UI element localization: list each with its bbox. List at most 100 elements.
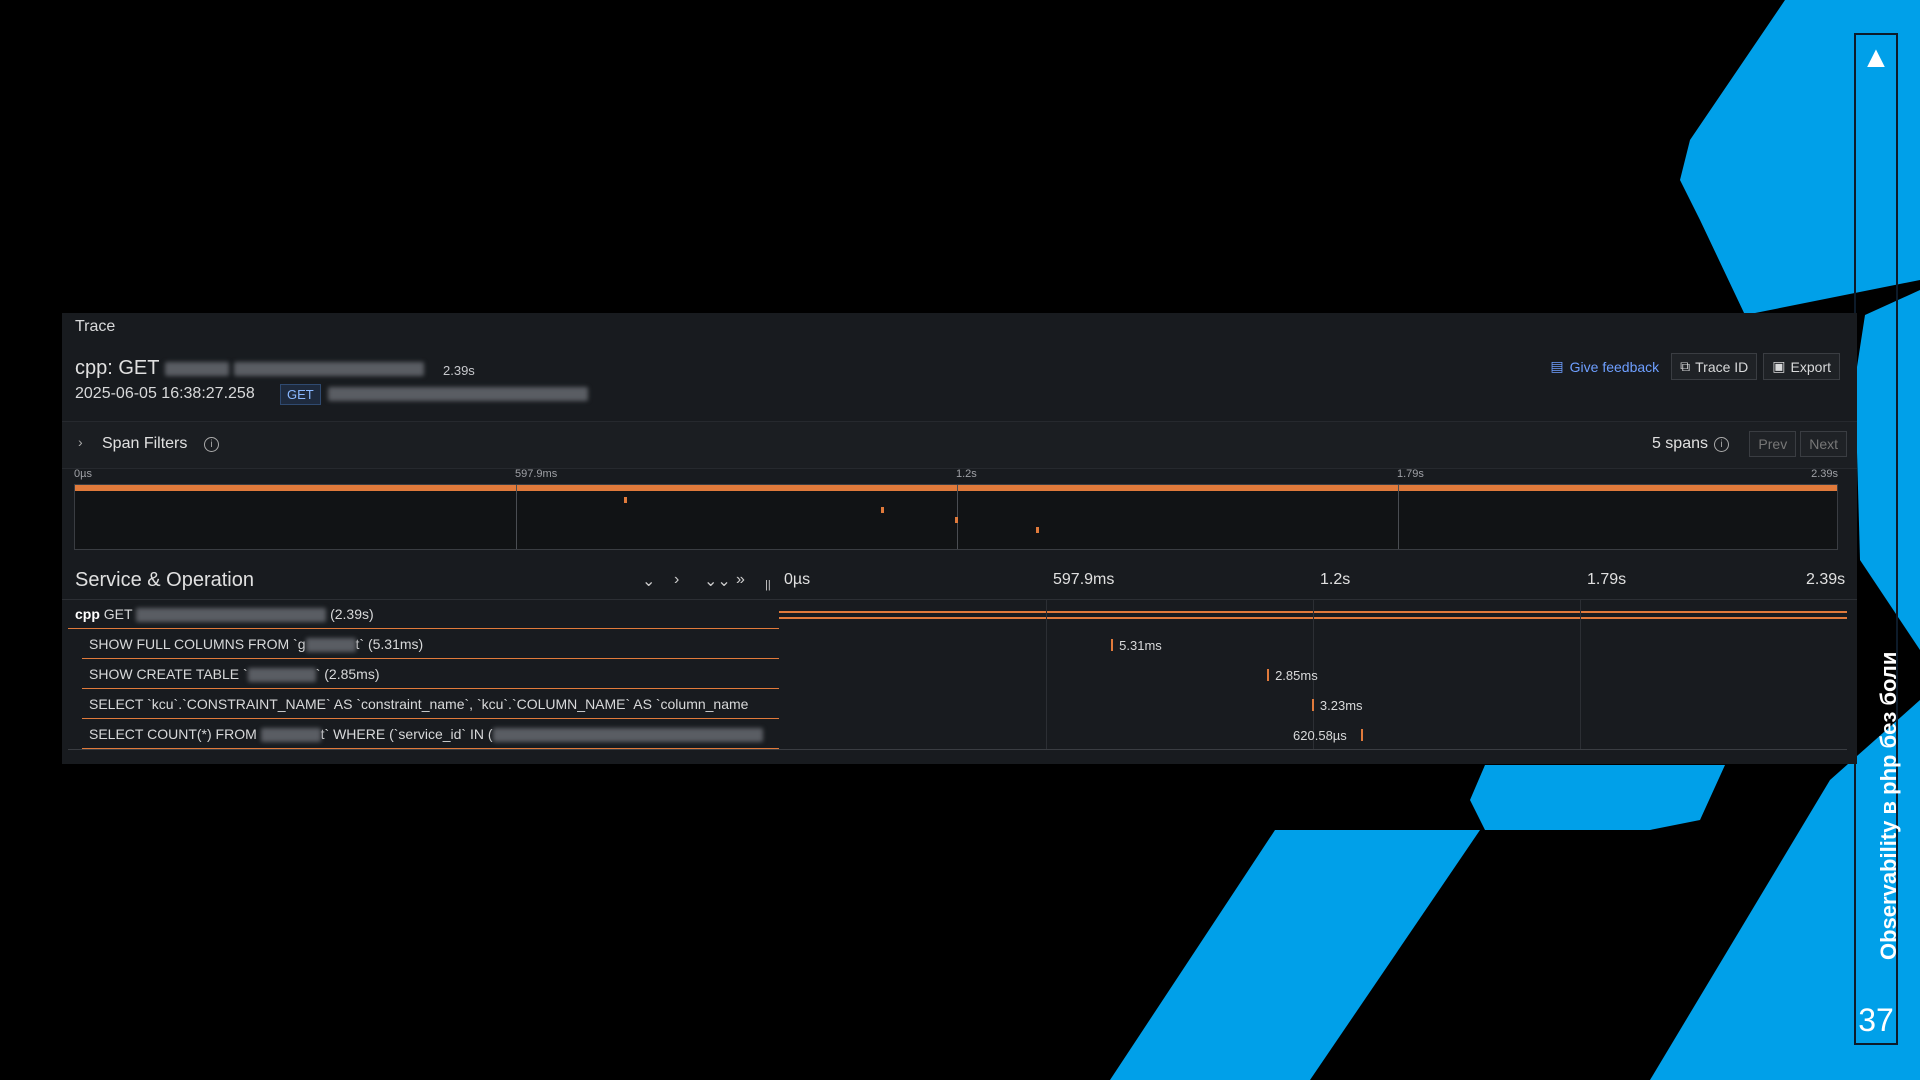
trace-date: 2025-06-05 16:38:27.258	[75, 385, 255, 402]
service-operation-header: Service & Operation ⌄ › ⌄⌄ » || 0µs 597.9…	[62, 561, 1857, 601]
redacted-url-2	[234, 361, 425, 376]
trace-id-button[interactable]: ⧉ Trace ID	[1671, 353, 1758, 380]
double-chevron-right-icon[interactable]: »	[736, 571, 745, 588]
redacted-table	[260, 728, 321, 743]
span-operation-tail: ` (2.85ms)	[315, 666, 380, 682]
give-feedback-label: Give feedback	[1569, 358, 1660, 375]
redacted-table	[305, 638, 356, 653]
timeline-gridline	[1046, 600, 1047, 750]
decor-shape-mid	[1470, 765, 1725, 830]
decor-shape-right	[1855, 290, 1920, 650]
decor-shape-bottom-right	[1650, 700, 1920, 1080]
timeline-gridline	[1580, 600, 1581, 750]
chevron-right-icon[interactable]: ›	[674, 571, 680, 588]
company-logo-icon: ▲	[1861, 41, 1891, 74]
redacted-request-url	[328, 387, 588, 401]
export-label: Export	[1790, 358, 1831, 375]
timeline-tick-label: 2.39s	[1806, 571, 1846, 588]
span-operation-tail: t` WHERE (`service_id` IN (	[320, 726, 493, 742]
span-operation: SHOW FULL COLUMNS FROM `g	[89, 636, 306, 652]
span-name[interactable]: SHOW CREATE TABLE ` ` (2.85ms)	[82, 660, 779, 689]
export-button[interactable]: ▣ Export	[1763, 353, 1840, 380]
table-row[interactable]: SHOW CREATE TABLE ` ` (2.85ms)	[62, 660, 1847, 690]
span-service: cpp	[75, 606, 100, 622]
table-row[interactable]: cpp GET (2.39s)	[62, 600, 1847, 630]
timeline-tick-label: 1.2s	[1320, 571, 1351, 588]
panel-label: Trace	[75, 318, 116, 335]
table-row[interactable]: SELECT `kcu`.`CONSTRAINT_NAME` AS `const…	[62, 690, 1847, 720]
service-operation-title: Service & Operation	[75, 569, 254, 591]
minimap-tick-label: 597.9ms	[515, 468, 558, 480]
minimap-tick-label: 0µs	[74, 468, 92, 480]
decor-shape-bottom	[1110, 830, 1480, 1080]
timeline-gridline	[1313, 600, 1314, 750]
minimap-ticks: 0µs 597.9ms 1.2s 1.79s 2.39s	[74, 468, 1838, 482]
save-icon: ▣	[1772, 358, 1786, 374]
minimap-span-mark	[1036, 527, 1040, 533]
timeline-tick-label: 597.9ms	[1053, 571, 1115, 588]
minimap-span-mark	[955, 517, 959, 523]
span-operation: SELECT COUNT(*) FROM	[89, 726, 257, 742]
redacted-url	[164, 361, 229, 376]
spans-count: 5 spans i	[1652, 435, 1729, 453]
info-icon: i	[1714, 436, 1729, 452]
prev-button[interactable]: Prev	[1749, 431, 1797, 457]
minimap-gridline	[1398, 485, 1399, 549]
table-row[interactable]: SHOW FULL COLUMNS FROM `g t` (5.31ms)	[62, 630, 1847, 660]
span-name[interactable]: SELECT COUNT(*) FROM t` WHERE (`service_…	[82, 720, 779, 749]
double-chevron-down-icon[interactable]: ⌄⌄	[704, 573, 731, 590]
decor-shape-top	[1680, 0, 1920, 315]
minimap-root-span	[75, 485, 1837, 491]
span-name[interactable]: SHOW FULL COLUMNS FROM `g t` (5.31ms)	[82, 630, 779, 659]
redacted-table	[247, 668, 316, 683]
trace-minimap[interactable]: 0µs 597.9ms 1.2s 1.79s 2.39s	[74, 468, 1838, 554]
minimap-tick-label: 2.39s	[1811, 468, 1838, 480]
span-duration-label: 5.31ms	[1119, 638, 1162, 653]
info-icon: i	[204, 437, 219, 452]
trace-title: cpp: GET	[75, 357, 425, 380]
trace-panel: Trace cpp: GET 2.39s 2025-06-05 16:38:27…	[62, 313, 1857, 764]
span-duration-label: 2.85ms	[1275, 668, 1318, 683]
span-bar[interactable]	[1361, 729, 1364, 741]
span-filters-toggle[interactable]: Span Filters	[102, 435, 188, 452]
span-bar[interactable]	[1267, 669, 1270, 681]
timeline-tick-label: 1.79s	[1587, 571, 1627, 588]
next-button[interactable]: Next	[1800, 431, 1847, 457]
column-resize-handle[interactable]: ||	[765, 579, 771, 591]
chevron-right-icon[interactable]: ›	[78, 434, 83, 450]
span-operation: SELECT `kcu`.`CONSTRAINT_NAME` AS `const…	[89, 696, 749, 712]
timeline-tick-label: 0µs	[784, 571, 811, 588]
span-name[interactable]: SELECT `kcu`.`CONSTRAINT_NAME` AS `const…	[82, 690, 779, 719]
span-duration: (2.39s)	[330, 606, 374, 622]
trace-id-label: Trace ID	[1695, 358, 1749, 375]
span-filters-row: › Span Filters i 5 spans i Prev Next	[62, 421, 1857, 469]
chevron-down-icon[interactable]: ⌄	[642, 573, 656, 590]
trace-duration: 2.39s	[443, 363, 475, 378]
trace-actions: ▤ Give feedback ⧉ Trace ID ▣ Export	[1550, 353, 1840, 380]
trace-title-prefix: cpp: GET	[75, 357, 160, 379]
span-bar[interactable]	[1311, 699, 1314, 711]
spans-count-label: 5 spans	[1651, 435, 1708, 452]
span-duration-label: 3.23ms	[1319, 698, 1363, 713]
span-rows: cpp GET (2.39s) SHOW FULL COLUMNS FROM `…	[62, 600, 1847, 750]
method-badge: GET	[280, 384, 321, 405]
redacted-ids	[492, 728, 763, 743]
table-row[interactable]: SELECT COUNT(*) FROM t` WHERE (`service_…	[62, 720, 1847, 750]
give-feedback-link[interactable]: ▤ Give feedback	[1550, 358, 1659, 375]
minimap-canvas[interactable]	[74, 484, 1838, 550]
span-name[interactable]: cpp GET (2.39s)	[68, 600, 779, 629]
minimap-span-mark	[623, 497, 627, 503]
rows-bottom-border	[68, 749, 1847, 750]
minimap-tick-label: 1.2s	[956, 468, 977, 480]
span-operation: GET	[103, 606, 133, 622]
minimap-gridline	[516, 485, 517, 549]
minimap-tick-label: 1.79s	[1397, 468, 1424, 480]
slide-side-title: Observability в php без боли	[1876, 651, 1901, 960]
slide-number: 37	[1858, 1002, 1894, 1038]
span-bar[interactable]	[1111, 639, 1114, 651]
span-operation: SHOW CREATE TABLE `	[89, 666, 248, 682]
span-operation-tail: t` (5.31ms)	[355, 636, 424, 652]
copy-icon: ⧉	[1680, 358, 1691, 374]
span-duration-label: 620.58µs	[1293, 728, 1347, 743]
